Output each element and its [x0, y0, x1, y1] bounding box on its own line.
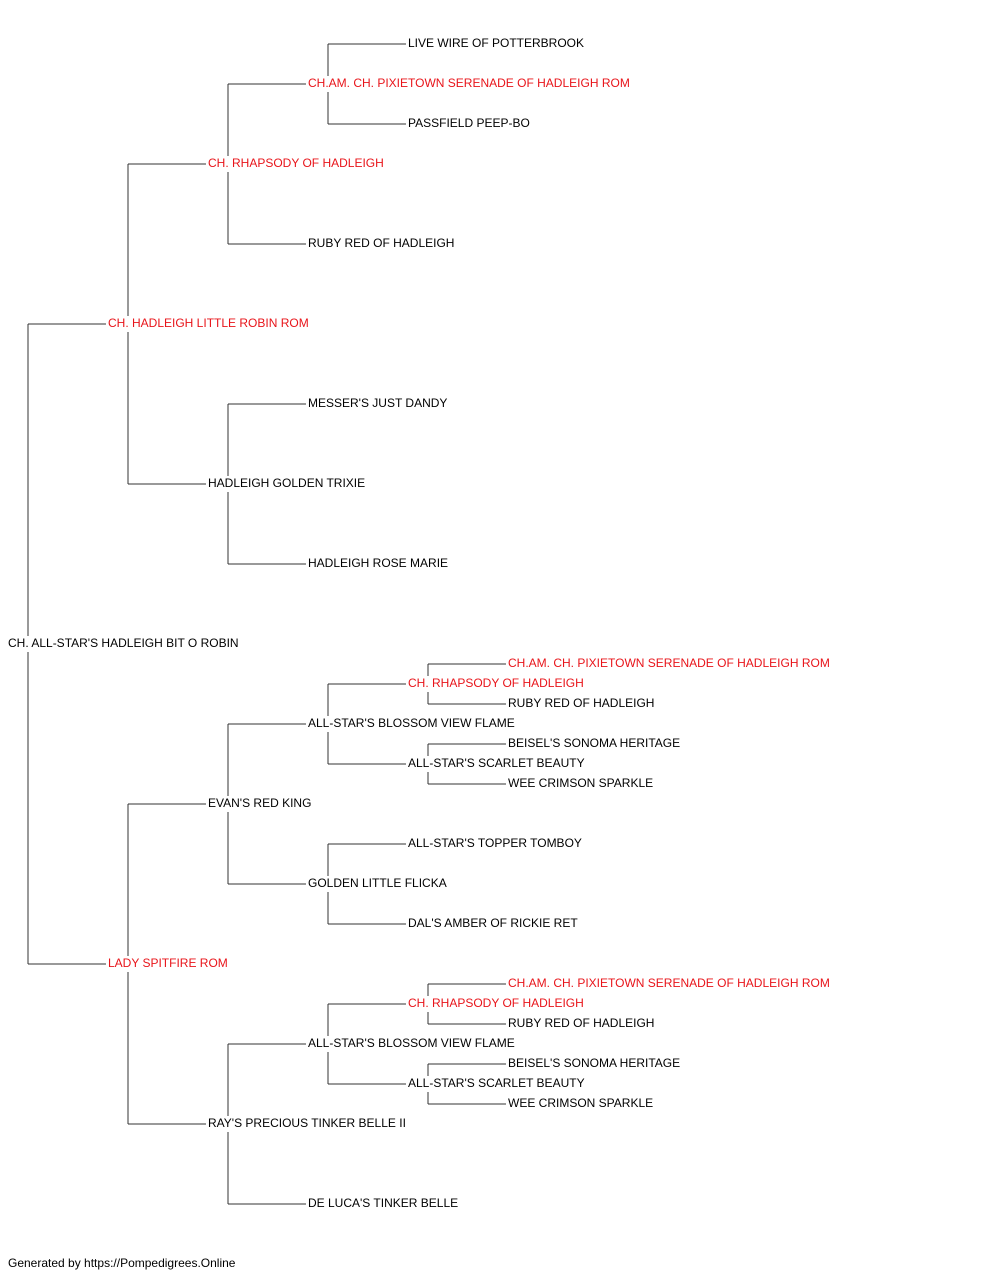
label-backing	[407, 996, 585, 1012]
label-backing	[207, 796, 313, 812]
label-backing	[207, 1116, 407, 1132]
dog-name: CH. RHAPSODY OF HADLEIGH	[208, 156, 384, 170]
label-backing	[507, 696, 656, 712]
label-backing	[307, 556, 450, 572]
dog-name: RAY'S PRECIOUS TINKER BELLE II	[208, 1116, 406, 1130]
dog-name: DE LUCA'S TINKER BELLE	[308, 1196, 458, 1210]
label-backing	[307, 396, 449, 412]
label-backing	[507, 976, 831, 992]
dog-name: HADLEIGH ROSE MARIE	[308, 556, 448, 570]
label-backing	[507, 1056, 682, 1072]
dog-name: HADLEIGH GOLDEN TRIXIE	[208, 476, 365, 490]
label-backing	[507, 1016, 656, 1032]
dog-name: CH.AM. CH. PIXIETOWN SERENADE OF HADLEIG…	[308, 76, 630, 90]
dog-name: RUBY RED OF HADLEIGH	[508, 1016, 654, 1030]
dog-name: CH. RHAPSODY OF HADLEIGH	[408, 676, 584, 690]
label-backing	[407, 116, 531, 132]
label-backing	[7, 636, 240, 652]
label-backing	[307, 1036, 516, 1052]
label-backing	[307, 76, 631, 92]
dog-name: BEISEL'S SONOMA HERITAGE	[508, 736, 680, 750]
dog-name: GOLDEN LITTLE FLICKA	[308, 876, 447, 890]
dog-name: EVAN'S RED KING	[208, 796, 311, 810]
dog-name: CH.AM. CH. PIXIETOWN SERENADE OF HADLEIG…	[508, 976, 830, 990]
dog-name: WEE CRIMSON SPARKLE	[508, 1096, 653, 1110]
dog-name: LADY SPITFIRE ROM	[108, 956, 228, 970]
label-backing	[407, 916, 579, 932]
label-backing	[407, 756, 586, 772]
label-backing	[407, 1076, 586, 1092]
dog-name: WEE CRIMSON SPARKLE	[508, 776, 653, 790]
label-backing	[307, 236, 456, 252]
dog-name: ALL-STAR'S SCARLET BEAUTY	[408, 756, 585, 770]
dog-name: LIVE WIRE OF POTTERBROOK	[408, 36, 584, 50]
dog-name: ALL-STAR'S BLOSSOM VIEW FLAME	[308, 716, 515, 730]
label-backing	[407, 36, 586, 52]
dog-name: CH. RHAPSODY OF HADLEIGH	[408, 996, 584, 1010]
label-backing	[107, 956, 229, 972]
label-backing	[207, 156, 385, 172]
label-backing	[107, 316, 310, 332]
label-backing	[207, 476, 367, 492]
dog-name: BEISEL'S SONOMA HERITAGE	[508, 1056, 680, 1070]
dog-name: ALL-STAR'S BLOSSOM VIEW FLAME	[308, 1036, 515, 1050]
label-backing	[307, 876, 448, 892]
label-backing	[507, 656, 831, 672]
dog-name: CH. HADLEIGH LITTLE ROBIN ROM	[108, 316, 309, 330]
dog-name: CH. ALL-STAR'S HADLEIGH BIT O ROBIN	[8, 636, 239, 650]
dog-name: MESSER'S JUST DANDY	[308, 396, 447, 410]
dog-name: ALL-STAR'S TOPPER TOMBOY	[408, 836, 582, 850]
label-backing	[507, 1096, 655, 1112]
dog-name: CH.AM. CH. PIXIETOWN SERENADE OF HADLEIG…	[508, 656, 830, 670]
dog-name: RUBY RED OF HADLEIGH	[308, 236, 454, 250]
label-backing	[307, 1196, 460, 1212]
label-backing	[507, 736, 682, 752]
label-backing	[407, 676, 585, 692]
label-backing	[507, 776, 655, 792]
label-backing	[407, 836, 583, 852]
dog-name: PASSFIELD PEEP-BO	[408, 116, 530, 130]
dog-name: ALL-STAR'S SCARLET BEAUTY	[408, 1076, 585, 1090]
footer-credit: Generated by https://Pompedigrees.Online	[8, 1256, 236, 1270]
dog-name: DAL'S AMBER OF RICKIE RET	[408, 916, 578, 930]
dog-name: RUBY RED OF HADLEIGH	[508, 696, 654, 710]
label-backing	[307, 716, 516, 732]
